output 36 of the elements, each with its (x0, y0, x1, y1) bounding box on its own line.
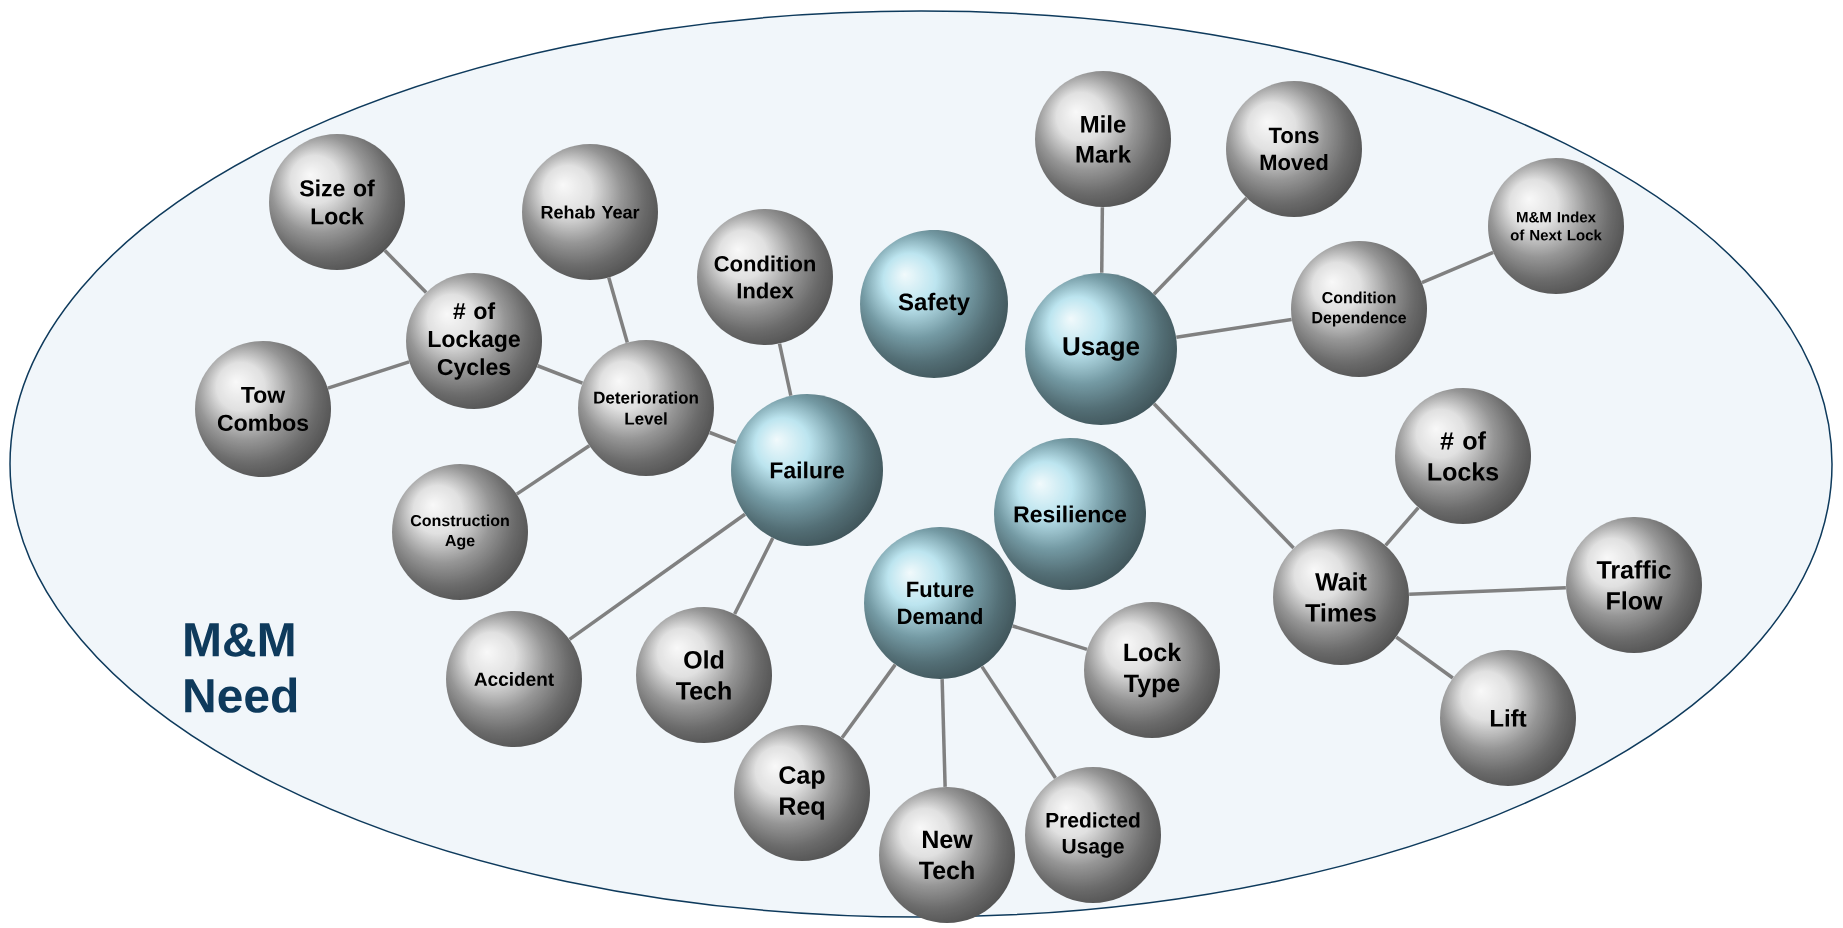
connector-line (980, 665, 1057, 780)
topic-sphere: Safety (898, 292, 970, 316)
factor-sphere: Lift (1490, 709, 1527, 727)
connector-line (536, 364, 584, 385)
connector-line (607, 277, 629, 343)
factor-sphere: Size of Lock (299, 179, 375, 225)
factor-sphere: New Tech (919, 830, 974, 880)
connector-line (1152, 196, 1248, 296)
factor-sphere: Predicted Usage (1046, 812, 1140, 858)
factor-sphere: Accident (474, 672, 554, 686)
factor-sphere: Tons Moved (1260, 127, 1328, 171)
factor-sphere: Deterioration Level (594, 391, 698, 425)
factor-sphere: Tow Combos (217, 386, 309, 431)
connector-line (1152, 402, 1295, 550)
connector-line (1395, 635, 1454, 680)
topic-sphere: Usage (1063, 337, 1140, 361)
factor-sphere: Condition Index (714, 255, 815, 299)
factor-sphere: # of Locks (1428, 431, 1499, 481)
factor-sphere: Construction Age (410, 514, 509, 550)
topic-sphere: Failure (770, 461, 844, 479)
factor-sphere: Lock Type (1124, 642, 1182, 698)
factor-sphere: Mile Mark (1076, 115, 1132, 163)
factor-sphere: Condition Dependence (1312, 291, 1407, 327)
factor-sphere: Cap Req (779, 766, 825, 820)
connector-line (1012, 624, 1088, 652)
topic-sphere: Resilience (1014, 505, 1127, 523)
factor-sphere: Old Tech (676, 650, 731, 700)
factor-sphere: # of Lockage Cycles (428, 302, 520, 380)
factor-sphere: Traffic Flow (1596, 560, 1671, 610)
connector-line (568, 512, 746, 641)
connector-line (383, 249, 428, 294)
factor-sphere: Wait Times (1305, 572, 1376, 622)
topic-sphere: Future Demand (898, 581, 982, 625)
connector-line (709, 430, 737, 445)
factor-sphere: Rehab Year (541, 205, 640, 219)
factor-sphere: M&M Index of Next Lock (1510, 211, 1602, 241)
